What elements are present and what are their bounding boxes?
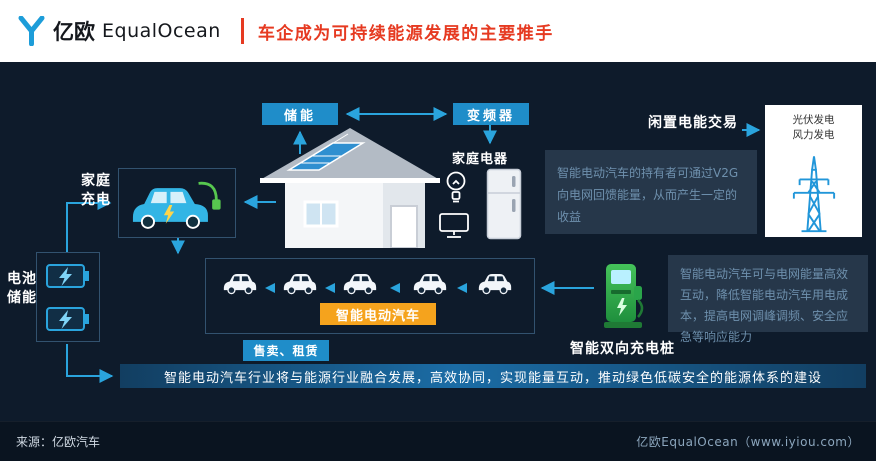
page-title: 车企成为可持续能源发展的主要推手 bbox=[257, 23, 554, 44]
transmission-tower-icon bbox=[792, 156, 835, 233]
fridge-icon bbox=[486, 168, 522, 244]
power-grid-box: 光伏发电 风力发电 bbox=[765, 105, 862, 237]
wind-power-label: 风力发电 bbox=[792, 129, 835, 141]
equalocean-logo-icon bbox=[18, 16, 45, 46]
v2g-callout: 智能电动汽车的持有者可通过V2G向电网回馈能量，从而产生一定的收益 bbox=[545, 150, 757, 234]
charging-car-icon bbox=[124, 174, 230, 238]
storage-label: 储能 bbox=[283, 108, 316, 124]
battery-storage-box bbox=[36, 252, 100, 342]
brand-en: EqualOcean bbox=[102, 20, 221, 42]
smart-ev-label-box: 智能电动汽车 bbox=[320, 303, 436, 325]
header-divider bbox=[240, 18, 244, 44]
house-icon bbox=[255, 120, 445, 252]
lightbulb-icon bbox=[444, 170, 468, 210]
home-charging-label: 家庭充电 bbox=[81, 173, 111, 208]
battery-storage-label: 电池储能 bbox=[7, 271, 37, 306]
battery-icon bbox=[46, 306, 89, 331]
brand-cn: 亿欧 bbox=[53, 20, 95, 44]
energy-diagram: 储能 变频器 家庭电器 bbox=[0, 62, 876, 421]
inverter-label-box: 变频器 bbox=[453, 103, 529, 125]
charger-callout: 智能电动汽车可与电网能量高效互动，降低智能电动汽车用电成本，提高电网调峰调频、安… bbox=[668, 255, 868, 344]
footer: 来源：亿欧汽车 亿欧EqualOcean（www.iyiou.com） bbox=[0, 421, 876, 461]
home-charging-box bbox=[118, 168, 236, 238]
solar-power-label: 光伏发电 bbox=[792, 114, 835, 126]
inverter-label: 变频器 bbox=[466, 108, 515, 124]
appliances-label: 家庭电器 bbox=[452, 152, 509, 167]
site-text: 亿欧EqualOcean（www.iyiou.com） bbox=[636, 435, 860, 449]
smart-ev-label: 智能电动汽车 bbox=[335, 308, 420, 324]
ev-fleet-box bbox=[205, 258, 535, 334]
storage-label-box: 储能 bbox=[262, 103, 338, 125]
battery-icon bbox=[46, 263, 89, 288]
summary-banner: 智能电动汽车行业将与能源行业融合发展，高效协同，实现能量互动，推动绿色低碳安全的… bbox=[120, 364, 866, 388]
smart-charger-label: 智能双向充电桩 bbox=[570, 341, 675, 357]
source-text: 来源：亿欧汽车 bbox=[16, 435, 101, 449]
header: 亿欧 EqualOcean 车企成为可持续能源发展的主要推手 bbox=[0, 0, 876, 62]
tv-monitor-icon bbox=[438, 212, 470, 244]
sell-lease-label: 售卖、租赁 bbox=[253, 344, 319, 358]
charging-pile-icon bbox=[598, 260, 648, 334]
sell-lease-label-box: 售卖、租赁 bbox=[243, 340, 329, 361]
idle-trading-label: 闲置电能交易 bbox=[648, 115, 738, 131]
